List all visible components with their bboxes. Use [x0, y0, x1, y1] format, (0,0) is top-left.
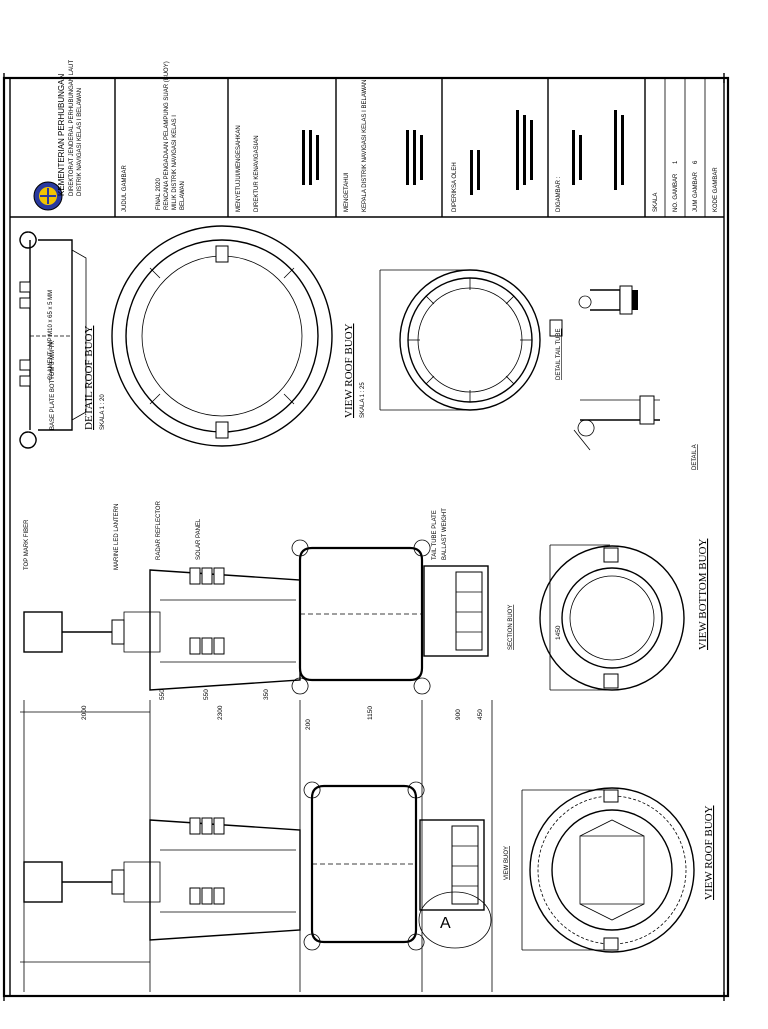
top-height-dim: 2000	[81, 705, 88, 720]
detail-tail-tube: DETAIL TAIL TUBE	[556, 285, 638, 380]
operated-label: DIPERIKSA OLEH	[452, 162, 458, 212]
known-org: KEPALA DISTRIK NAVIGASI KELAS I BELAWAN	[362, 80, 368, 212]
tail-height-dim: 900	[455, 709, 462, 720]
bottom-view-ring: 1450 VIEW BOTTOM BUOY	[539, 539, 709, 691]
detail-a-title: DETAIL A	[692, 444, 698, 470]
known-label: MENGETAHUI	[344, 172, 350, 212]
approved-signature-block	[302, 130, 319, 185]
sheet-title-label: JUDUL GAMBAR	[122, 165, 128, 212]
lantern-annotation: MARINE LED LANTERN	[114, 504, 120, 570]
agency-name: KEMENTERIAN PERHUBUNGAN	[57, 74, 66, 196]
known-signature-block	[406, 130, 423, 185]
roof-section-ring	[379, 269, 563, 411]
roof-top-view: VIEW ROOF BUOY SKALA 1 : 25	[111, 225, 366, 447]
section-dim-2: 550	[203, 689, 210, 700]
view-roof-lower-title: VIEW ROOF BUOY	[703, 805, 715, 900]
outer-border	[2, 76, 730, 998]
sheet-count-value: 6	[693, 160, 699, 164]
lower-buoy-elevation: A VIEW BUOY	[23, 781, 510, 951]
section-dim-4: 200	[305, 719, 312, 730]
view-roof-scale: SKALA 1 : 25	[360, 382, 366, 418]
approved-label: MENYETUJUI/MENGESAHKAN	[236, 125, 242, 212]
body-height-dim: 1150	[367, 706, 374, 720]
section-dim-1: 550	[159, 689, 166, 700]
base-plate-annotation: BASE PLATE BOTTOM 8 MM TK	[50, 341, 56, 430]
project-line-1: FINAL 2020	[156, 178, 162, 210]
drawn-signature-block	[572, 110, 624, 190]
sheet-count-label: JUM GAMBAR	[693, 171, 699, 212]
upper-buoy-elevation: SECTION BUOY TOP MARK FIBER MARINE LED L…	[23, 500, 514, 695]
title-block: KEMENTERIAN PERHUBUNGAN DIREKTORAT JENDE…	[10, 60, 724, 218]
section-dim-3: 350	[263, 689, 270, 700]
top-mark-annotation: TOP MARK FIBER	[24, 519, 30, 570]
detail-tail-title: DETAIL TAIL TUBE	[556, 329, 562, 380]
detail-a-callout-circle	[418, 891, 492, 949]
radar-annotation: RADAR REFLECTOR	[156, 500, 162, 560]
section-buoy-title: SECTION BUOY	[508, 605, 514, 650]
mid-height-dim: 2300	[217, 705, 224, 720]
detail-roof-buoy-view: CLAMENT LMP M10 x 65 x 5 MM BASE PLATE B…	[19, 231, 106, 449]
approved-org: DIREKTUR KENAVIGASIAN	[254, 135, 260, 212]
view-bottom-title: VIEW BOTTOM BUOY	[697, 539, 709, 650]
view-roof-title: VIEW ROOF BUOY	[343, 323, 355, 418]
detail-a: DETAIL A	[573, 395, 698, 470]
agency-district: DISTRIK NAVIGASI KELAS I BELAWAN	[77, 88, 83, 196]
clamp-annotation: CLAMENT LMP M10 x 65 x 5 MM	[48, 290, 54, 380]
ministry-logo-icon	[33, 181, 63, 211]
scale-label: SKALA	[653, 193, 659, 212]
detail-roof-scale: SKALA 1 : 20	[100, 394, 106, 430]
project-line-4: BELAWAN	[180, 181, 186, 210]
sheet-no-label: NO. GAMBAR	[673, 173, 679, 212]
lower-roof-view: VIEW ROOF BUOY	[521, 787, 715, 953]
detail-a-callout: A	[440, 915, 451, 932]
tube-dim: 450	[477, 709, 484, 720]
inner-border	[9, 77, 725, 997]
project-line-2: RENCANA PENGADAAN PELAMPUNG SUAR (BUOY)	[164, 61, 170, 210]
code-label: KODE GAMBAR	[713, 167, 719, 212]
detail-roof-title: DETAIL ROOF BUOY	[83, 326, 95, 430]
tail-plate-annotation: TAIL TUBE PLATE	[432, 510, 438, 560]
bottom-dia-dim: 1450	[555, 625, 562, 640]
sheet-no-value: 1	[673, 160, 679, 164]
view-buoy-title: VIEW BUOY	[504, 846, 510, 880]
dimension-strip: 2000 2300 1150 900 550 550 350 200 450	[20, 689, 493, 992]
project-line-3: MILIK DISTRIK NAVIGASI KELAS I	[172, 115, 178, 210]
drawn-label: DIGAMBAR :	[556, 176, 562, 212]
ballast-annotation: BALLAST WEIGHT	[442, 508, 448, 560]
operated-signature-block	[470, 110, 533, 195]
agency-directorate: DIREKTORAT JENDERAL PERHUBUNGAN LAUT	[69, 60, 75, 196]
solar-annotation: SOLAR PANEL	[196, 518, 202, 560]
